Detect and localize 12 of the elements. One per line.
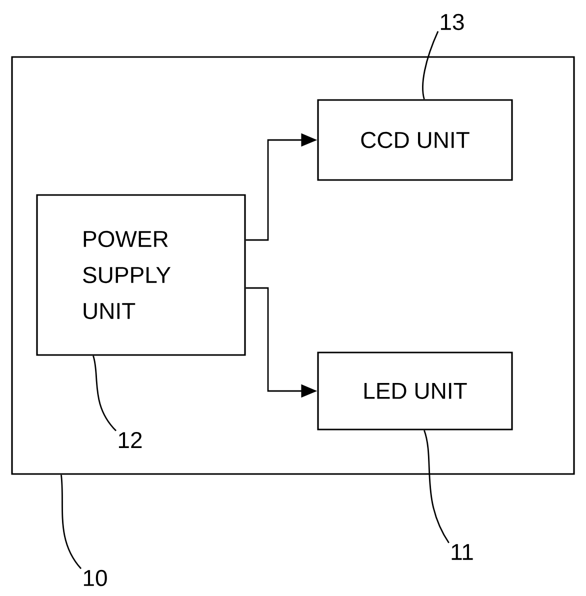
reference-numeral: 11 (452, 544, 473, 560)
device-box (11, 56, 575, 475)
unit-box: LED UNIT (317, 352, 513, 430)
unit-box: POWER SUPPLY UNIT (36, 194, 246, 356)
leader-line (92, 356, 117, 432)
leader-line (422, 31, 439, 100)
leader-line (424, 430, 450, 544)
reference-numeral: 13 (440, 14, 464, 30)
unit-box: CCD UNIT (317, 99, 513, 181)
reference-numeral: 10 (84, 570, 107, 586)
leader-line (60, 474, 82, 570)
reference-numeral: 12 (118, 432, 142, 448)
